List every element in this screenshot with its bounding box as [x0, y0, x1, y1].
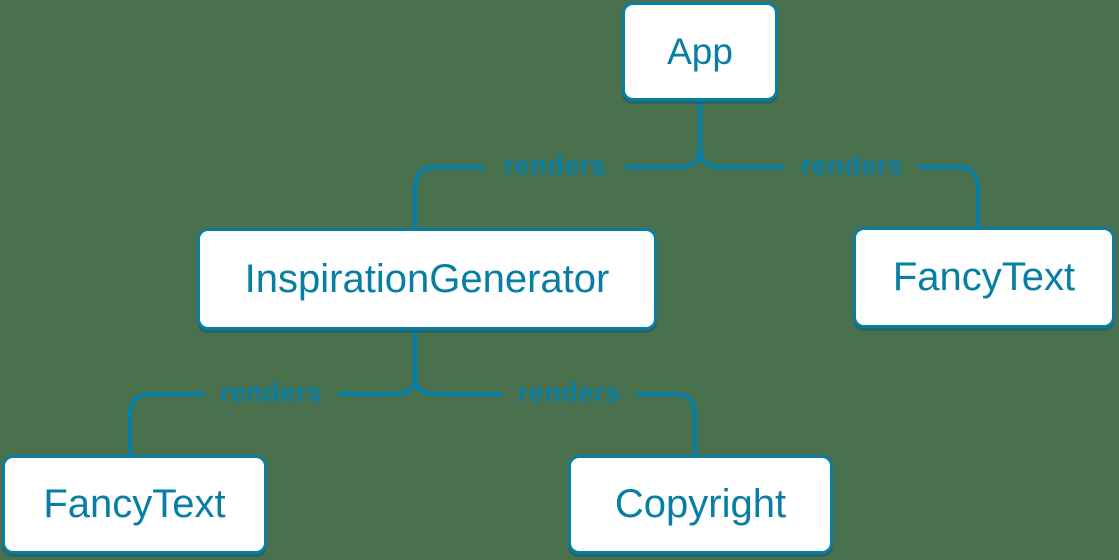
edge-label-renders-inspirationgenerator-copyright: renders: [517, 377, 621, 408]
node-app: App: [622, 2, 778, 101]
edge-label-renders-app-fancytext: renders: [800, 150, 904, 181]
edge-app-to-fancytext: [697, 145, 981, 229]
node-fancy-text-left: FancyText: [2, 455, 267, 554]
node-inspiration-generator: InspirationGenerator: [197, 228, 657, 330]
node-fancy-text-right: FancyText: [853, 227, 1115, 328]
edge-inspirationgenerator-to-copyright: [412, 372, 698, 457]
edge-label-renders-app-inspirationgenerator: renders: [503, 150, 607, 181]
edge-label-renders-inspirationgenerator-fancytext: renders: [219, 377, 323, 408]
node-copyright: Copyright: [568, 455, 833, 554]
